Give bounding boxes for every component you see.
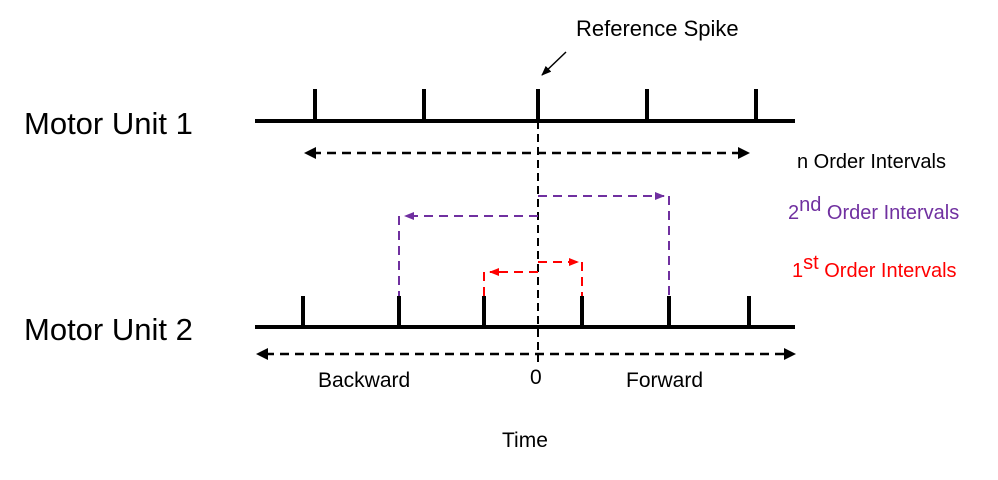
- n-order-arrow: [304, 147, 750, 159]
- second-order-arrows: [398, 192, 670, 297]
- motor-unit-2-spikes: [301, 296, 751, 327]
- first-order-label: 1st Order Intervals: [792, 252, 957, 282]
- reference-spike-label: Reference Spike: [576, 16, 739, 41]
- n-order-label: n Order Intervals: [797, 151, 946, 173]
- time-axis-arrow: [256, 348, 796, 360]
- first-order-arrows: [483, 258, 583, 297]
- reference-pointer-arrow: [541, 51, 567, 76]
- second-order-label: 2nd Order Intervals: [788, 194, 959, 224]
- forward-label: Forward: [626, 369, 703, 392]
- motor-unit-1-spikes: [313, 89, 758, 121]
- motor-unit-1-label: Motor Unit 1: [24, 106, 193, 141]
- zero-label: 0: [530, 366, 542, 389]
- backward-label: Backward: [318, 369, 410, 392]
- motor-unit-2-label: Motor Unit 2: [24, 312, 193, 347]
- time-label: Time: [502, 429, 548, 452]
